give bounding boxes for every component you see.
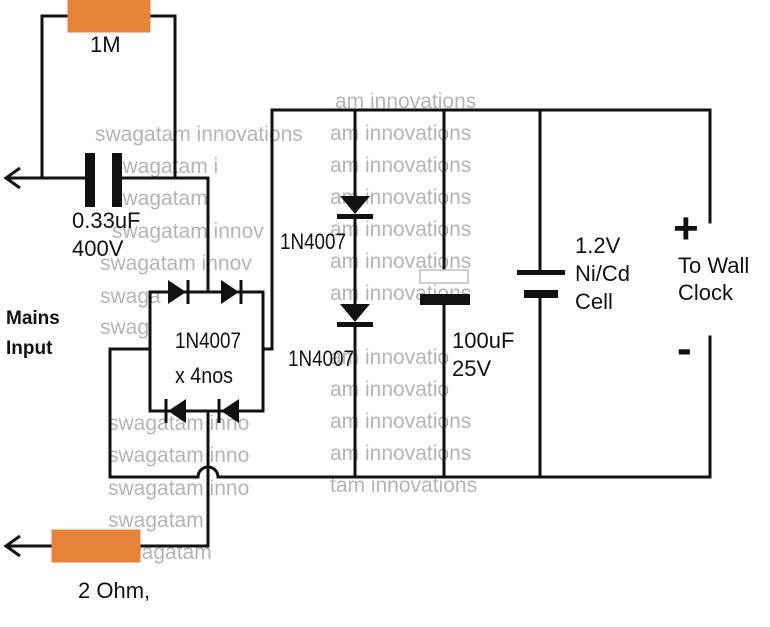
resistor-1m (67, 0, 151, 33)
label-cell-voltage: 1.2V (575, 233, 621, 258)
label-cell-word: Cell (575, 289, 613, 314)
label-elco-value: 100uF (452, 328, 514, 353)
wire-1m-right (148, 14, 177, 180)
minus-sign: - (677, 324, 692, 373)
watermark-text: tam innovations (330, 474, 477, 497)
label-cell-type: Ni/Cd (575, 261, 630, 286)
wire-cap-to-bridge (116, 176, 210, 294)
wire-1m-loop (40, 14, 70, 180)
watermark-text: swagatam inno (108, 477, 249, 500)
elco-bottom-plate (420, 294, 470, 305)
arrow-left-icon (3, 534, 21, 558)
label-cap-value: 0.33uF (72, 208, 141, 233)
series-diodes (337, 196, 373, 327)
watermark-text: swagatam innovations (95, 123, 303, 146)
label-bridge-diode: 1N4007 (175, 328, 241, 353)
watermark-text: am innovations (330, 122, 471, 145)
label-diode-2: 1N4007 (288, 346, 354, 371)
watermark-text: am innovations (335, 90, 476, 113)
diode-icon (168, 399, 186, 423)
watermark-text: swagatam inno (108, 412, 249, 435)
label-r2: 2 Ohm, (78, 578, 150, 603)
cell-long-plate (517, 270, 565, 275)
label-diode-1: 1N4007 (280, 229, 346, 254)
watermark-text: swagatam i (112, 155, 218, 178)
arrows (3, 166, 21, 558)
watermark-text: am innovations (330, 410, 471, 433)
wire-bridge-left (108, 347, 200, 479)
watermark-text: swagatam (108, 509, 204, 532)
diode-icon (221, 399, 239, 423)
plus-sign: + (673, 204, 699, 253)
label-mains-line2: Input (6, 338, 53, 359)
watermark-left: swagatam innovations swagatam i swagatam… (95, 123, 303, 564)
bridge-diodes (164, 280, 243, 423)
watermark-text: swagatam inno (108, 444, 249, 467)
label-out-line1: To Wall (678, 253, 749, 278)
label-out-line2: Clock (678, 280, 734, 305)
watermark-text: am innovations (330, 154, 471, 177)
watermark-right: am innovations am innovations am innovat… (330, 90, 477, 497)
label-elco-voltage: 25V (452, 356, 491, 381)
watermark-text: swagatam (112, 187, 208, 210)
watermark-text: swaga (100, 285, 161, 308)
cell-short-plate (524, 290, 558, 298)
wire-bridge-right (261, 108, 712, 351)
watermark-text: am innovatio (330, 346, 449, 369)
diode-icon (340, 304, 370, 322)
resistor-2ohm (51, 529, 141, 563)
label-cap-voltage: 400V (72, 236, 124, 261)
bridge-rectifier (148, 290, 265, 413)
watermark-text: am innovations (330, 442, 471, 465)
watermark-text: swagatam innov (112, 220, 264, 243)
wires (8, 14, 712, 548)
watermark-text: swagatam innov (100, 252, 252, 275)
watermark-text: am innovations (330, 186, 471, 209)
label-mains-line1: Mains (6, 308, 60, 329)
diode-icon (340, 196, 370, 214)
watermark-text: am innovations (330, 218, 471, 241)
elco-top-plate (419, 269, 469, 284)
diode-icon (168, 280, 186, 304)
capacitor-033uf (85, 153, 122, 207)
label-r1: 1M (90, 32, 121, 57)
watermark-text: am innovations (330, 250, 471, 273)
watermark-text: am innovatio (330, 378, 449, 401)
arrow-left-icon (3, 166, 21, 190)
diode-icon (221, 280, 239, 304)
watermark-text: swag (100, 316, 149, 339)
label-bridge-count: x 4nos (175, 363, 233, 388)
